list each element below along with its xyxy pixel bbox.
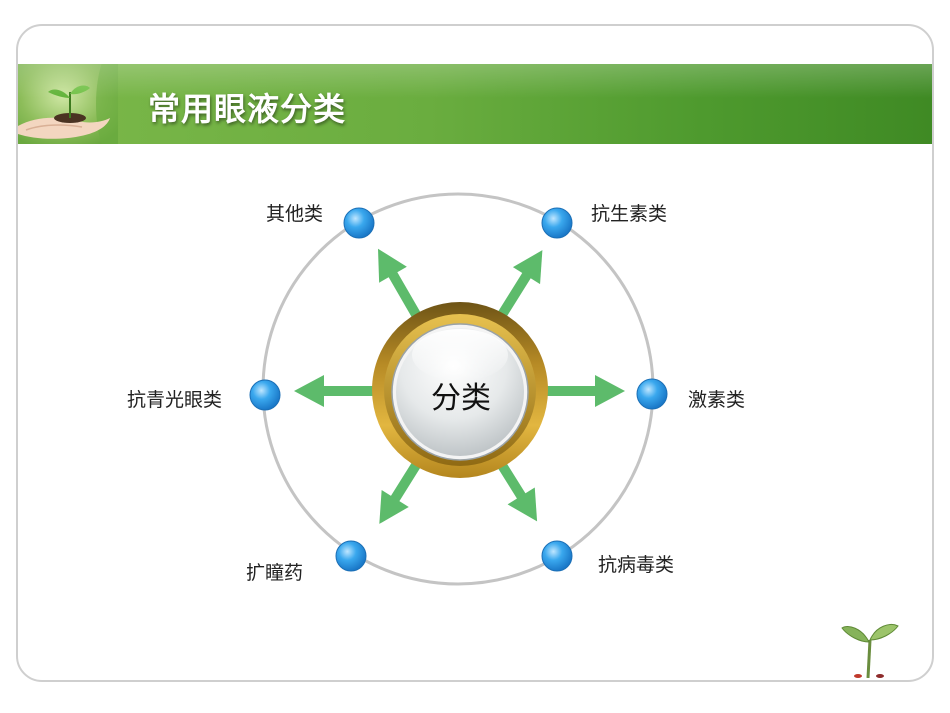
- node-label-other: 其他类: [266, 203, 324, 225]
- header-banner: 常用眼液分类: [18, 64, 932, 144]
- center-hub: [372, 302, 548, 478]
- center-label: 分类: [431, 381, 491, 416]
- node-label-hormone: 激素类: [688, 389, 746, 411]
- node-hormone: [636, 378, 668, 410]
- node-label-antibiotic: 抗生素类: [591, 203, 668, 225]
- node-antiglaucoma: [249, 379, 281, 411]
- nodes: [249, 207, 668, 572]
- arrow-antibiotic: [495, 250, 543, 321]
- node-mydriatic: [335, 540, 367, 572]
- node-label-mydriatic: 扩瞳药: [246, 562, 304, 584]
- node-antibiotic: [541, 207, 573, 239]
- arrow-other: [378, 248, 423, 321]
- arrows: [294, 248, 625, 524]
- node-antiviral: [541, 540, 573, 572]
- arrow-mydriatic: [379, 459, 423, 524]
- arrow-antiglaucoma: [294, 375, 374, 407]
- node-other: [343, 207, 375, 239]
- node-label-antiglaucoma: 抗青光眼类: [127, 389, 223, 411]
- arrow-antiviral: [495, 459, 538, 522]
- sprout-icon: [841, 624, 899, 678]
- node-label-antiviral: 抗病毒类: [598, 554, 675, 576]
- slide-frame: 常用眼液分类: [16, 24, 934, 682]
- arrow-hormone: [545, 375, 625, 407]
